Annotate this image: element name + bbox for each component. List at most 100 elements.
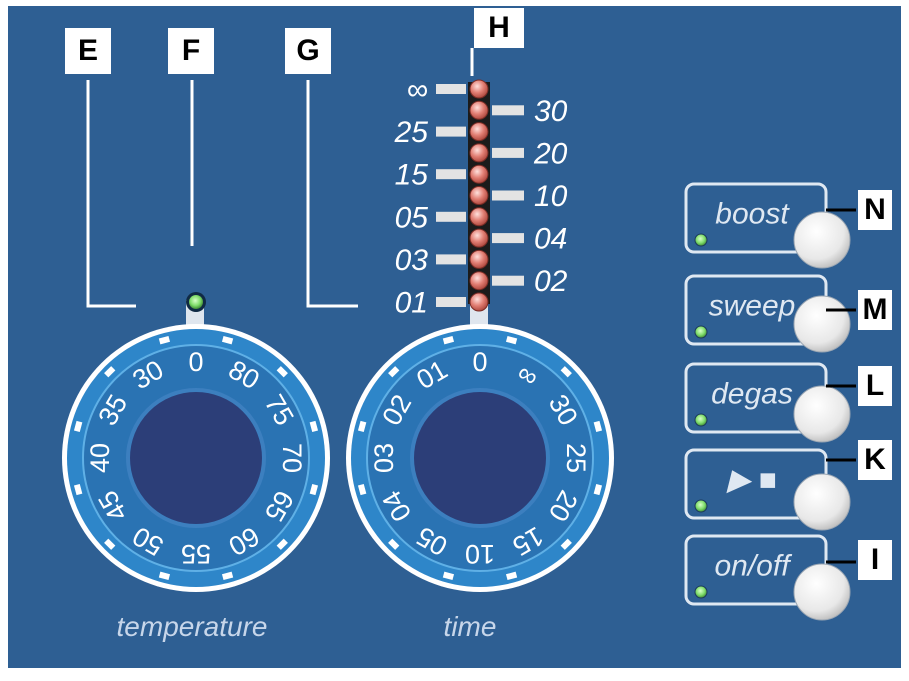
onoff-knob[interactable] [793, 563, 851, 621]
button-column: boost sweep degas ▶ ■ on/off [684, 182, 856, 621]
temperature-dial-mark-4 [276, 538, 288, 550]
degas-knob[interactable] [793, 385, 851, 443]
temperature-dial-mark-10 [104, 366, 116, 378]
boost-led [694, 233, 708, 247]
time-scale-left-mark-0 [436, 84, 466, 94]
temperature-dial-mark-2 [309, 420, 319, 433]
temperature-dial-mark-6 [158, 571, 171, 581]
callout-i: I [858, 540, 892, 580]
play-stop-button-label: ▶ ■ [726, 464, 777, 497]
time-label: time [444, 611, 497, 642]
leader-line-g [306, 80, 358, 308]
time-scale-right-mark-0 [492, 105, 524, 116]
boost-knob[interactable] [793, 211, 851, 269]
time-tick-9: 03 [369, 443, 399, 473]
onoff-button[interactable]: on/off [684, 534, 856, 621]
degas-led [694, 413, 708, 427]
play-stop-button[interactable]: ▶ ■ [684, 448, 856, 531]
onoff-button-label: on/off [714, 550, 792, 583]
time-scale-right-label-2: 10 [534, 180, 568, 213]
temperature-dial-mark-7 [104, 538, 116, 550]
time-dial-mark-10 [388, 366, 400, 378]
time-dial-mark-6 [442, 571, 455, 581]
callout-e: E [65, 28, 111, 74]
time-dial-mark-7 [388, 538, 400, 550]
time-indicator-led-7 [469, 228, 489, 248]
temperature-tick-0: 0 [188, 347, 203, 377]
temperature-tick-3: 70 [277, 443, 307, 473]
time-scale-right-label-0: 30 [534, 95, 568, 128]
temperature-dial-mark-5 [221, 571, 234, 581]
callout-f: F [168, 28, 214, 74]
time-scale-right-label-1: 20 [533, 137, 568, 170]
boost-button-label: boost [715, 198, 790, 231]
time-indicator-led-2 [469, 122, 489, 142]
time-indicator-led-9 [469, 271, 489, 291]
temperature-dial-mark-8 [73, 483, 83, 496]
time-scale-left-label-3: 05 [395, 201, 429, 234]
callout-k: K [858, 440, 892, 480]
temperature-dial-mark-0 [221, 335, 234, 345]
time-dial-mark-1 [560, 366, 572, 378]
time-dial-mark-8 [357, 483, 367, 496]
callout-h: H [474, 8, 524, 48]
temperature-dial-mark-3 [309, 483, 319, 496]
temperature-dial-mark-9 [73, 420, 83, 433]
time-indicator-led-8 [469, 249, 489, 269]
time-indicator-led-6 [469, 207, 489, 227]
time-tick-3: 25 [561, 443, 591, 473]
callout-g: G [285, 28, 331, 74]
time-tick-0: 0 [472, 347, 487, 377]
temperature-label: temperature [117, 611, 268, 642]
play-stop-knob[interactable] [793, 473, 851, 531]
time-dial-mark-3 [593, 483, 603, 496]
time-scale-right-mark-4 [492, 275, 524, 286]
callout-m: M [858, 290, 892, 330]
time-scale-right-label-3: 04 [534, 223, 567, 256]
temperature-tick-6: 55 [181, 539, 211, 569]
degas-button-label: degas [711, 378, 793, 411]
sweep-knob[interactable] [793, 295, 851, 353]
time-dial-mark-5 [505, 571, 518, 581]
time-scale-left-label-2: 15 [395, 159, 429, 192]
time-indicator-led-0 [469, 79, 489, 99]
sweep-led [694, 325, 708, 339]
callout-n: N [858, 190, 892, 230]
time-tick-6: 10 [465, 539, 495, 569]
time-dial-mark-4 [560, 538, 572, 550]
time-dial-mark-9 [357, 420, 367, 433]
time-scale-left-mark-2 [436, 169, 466, 180]
callout-l: L [858, 366, 892, 406]
boost-button[interactable]: boost [684, 182, 856, 269]
time-indicator-led-3 [469, 143, 489, 163]
time-scale-left-mark-3 [436, 211, 466, 222]
time-scale-right-mark-2 [492, 190, 524, 201]
sweep-button-label: sweep [709, 290, 796, 323]
time-dial-mark-11 [442, 335, 455, 345]
temperature-dial-mark-1 [276, 366, 288, 378]
time-scale-left-mark-5 [436, 297, 466, 307]
temperature-tick-9: 40 [85, 443, 115, 473]
temperature-dial-center [126, 388, 266, 528]
time-dial-mark-2 [593, 420, 603, 433]
time-indicator-led-10 [469, 292, 489, 312]
time-scale-left-mark-4 [436, 254, 466, 265]
time-scale-right-mark-1 [492, 147, 524, 158]
onoff-led [694, 585, 708, 599]
time-indicator-led-4 [469, 164, 489, 184]
time-scale-left-mark-1 [436, 126, 466, 137]
time-scale-left-label-5: 01 [395, 287, 428, 320]
sweep-button[interactable]: sweep [684, 274, 856, 353]
degas-button[interactable]: degas [684, 362, 856, 443]
time-indicator-led-5 [469, 186, 489, 205]
temperature-dial-mark-11 [158, 335, 171, 345]
time-dial-mark-0 [505, 335, 518, 345]
time-scale-left-label-0: ∞ [407, 74, 428, 107]
leader-line-e [86, 80, 136, 308]
time-scale-left-label-1: 25 [394, 116, 429, 149]
